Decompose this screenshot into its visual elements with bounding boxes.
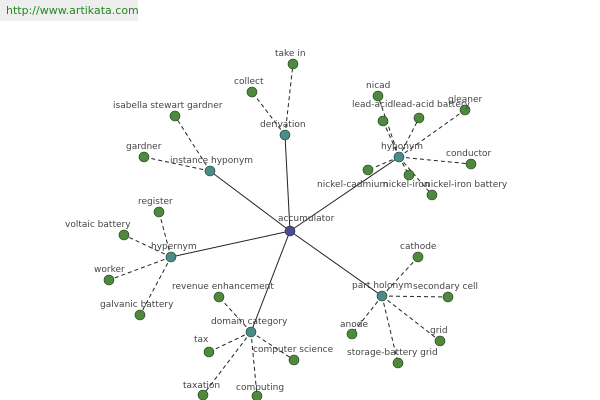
edge-instance-hyponym-gardner bbox=[143, 156, 211, 172]
leaf-node-gleaner[interactable] bbox=[459, 104, 471, 116]
relation-label-instance-hyponym: instance hyponym bbox=[170, 156, 253, 166]
leaf-node-collect[interactable] bbox=[246, 86, 258, 98]
relation-node-hyponym[interactable] bbox=[393, 151, 405, 163]
leaf-node-lead-acid-battery[interactable] bbox=[413, 112, 425, 124]
leaf-node-storage-battery-grid[interactable] bbox=[392, 357, 404, 369]
leaf-node-nicad[interactable] bbox=[372, 90, 384, 102]
edge-accumulator-hypernym bbox=[170, 230, 291, 258]
edge-domain-category-computing bbox=[250, 331, 258, 397]
leaf-node-worker[interactable] bbox=[103, 274, 115, 286]
edge-derivation-collect bbox=[251, 91, 286, 136]
center-node-accumulator[interactable] bbox=[284, 225, 296, 237]
leaf-node-lead-acid[interactable] bbox=[377, 115, 389, 127]
leaf-node-conductor[interactable] bbox=[465, 158, 477, 170]
leaf-node-galvanic-battery[interactable] bbox=[134, 309, 146, 321]
leaf-label-tax: tax bbox=[194, 335, 209, 345]
edge-part-holonym-storage-battery-grid bbox=[381, 295, 399, 364]
leaf-label-nickel-iron: nickel-iron bbox=[383, 180, 430, 190]
leaf-label-isabella-stewart-gardner: isabella stewart gardner bbox=[113, 101, 223, 111]
relation-label-hypernym: hypernym bbox=[151, 242, 197, 252]
edge-part-holonym-anode bbox=[351, 295, 383, 335]
edge-hypernym-register bbox=[158, 211, 172, 258]
relation-node-derivation[interactable] bbox=[279, 129, 291, 141]
leaf-label-taxation: taxation bbox=[183, 381, 220, 391]
edge-domain-category-computer-science bbox=[250, 331, 295, 361]
leaf-label-computer-science: computer science bbox=[253, 345, 334, 355]
leaf-label-anode: anode bbox=[340, 320, 368, 330]
edge-hyponym-conductor bbox=[398, 156, 472, 165]
leaf-label-take-in: take in bbox=[275, 49, 306, 59]
relation-node-instance-hyponym[interactable] bbox=[204, 165, 216, 177]
leaf-label-register: register bbox=[138, 197, 173, 207]
leaf-label-collect: collect bbox=[234, 77, 264, 87]
edge-accumulator-domain-category bbox=[250, 230, 291, 333]
edges-layer bbox=[108, 63, 472, 397]
edge-part-holonym-secondary-cell bbox=[381, 295, 449, 298]
leaf-label-secondary-cell: secondary cell bbox=[413, 282, 478, 292]
leaf-label-galvanic-battery: galvanic battery bbox=[100, 300, 174, 310]
leaf-node-computer-science[interactable] bbox=[288, 354, 300, 366]
edge-hyponym-nickel-iron-battery bbox=[398, 156, 433, 196]
leaf-node-nickel-cadmium[interactable] bbox=[362, 164, 374, 176]
edge-hypernym-voltaic-battery bbox=[123, 234, 172, 258]
edge-instance-hyponym-isabella-stewart-gardner bbox=[174, 115, 211, 172]
leaf-label-gardner: gardner bbox=[126, 142, 162, 152]
leaf-label-computing: computing bbox=[236, 383, 284, 393]
edge-accumulator-hyponym bbox=[289, 156, 400, 232]
leaf-node-cathode[interactable] bbox=[412, 251, 424, 263]
edge-accumulator-instance-hyponym bbox=[209, 170, 291, 232]
edge-hypernym-galvanic-battery bbox=[139, 256, 172, 316]
leaf-label-conductor: conductor bbox=[446, 149, 492, 159]
leaf-node-nickel-iron-battery[interactable] bbox=[426, 189, 438, 201]
leaf-node-grid[interactable] bbox=[434, 335, 446, 347]
edge-part-holonym-cathode bbox=[381, 256, 419, 297]
nodes-layer bbox=[103, 58, 477, 400]
edge-part-holonym-grid bbox=[381, 295, 441, 342]
leaf-node-secondary-cell[interactable] bbox=[442, 291, 454, 303]
leaf-node-revenue-enhancement[interactable] bbox=[213, 291, 225, 303]
leaf-node-take-in[interactable] bbox=[287, 58, 299, 70]
edge-domain-category-tax bbox=[208, 331, 252, 353]
edge-domain-category-taxation bbox=[202, 331, 252, 396]
relation-label-hyponym: hyponym bbox=[381, 142, 423, 152]
relation-label-derivation: derivation bbox=[260, 120, 306, 130]
leaf-label-voltaic-battery: voltaic battery bbox=[65, 220, 131, 230]
edge-derivation-take-in bbox=[284, 63, 294, 136]
leaf-label-storage-battery-grid: storage-battery grid bbox=[347, 348, 438, 358]
leaf-node-voltaic-battery[interactable] bbox=[118, 229, 130, 241]
leaf-label-nickel-iron-battery: nickel-iron battery bbox=[425, 180, 508, 190]
relation-node-domain-category[interactable] bbox=[245, 326, 257, 338]
relation-label-part-holonym: part holonym bbox=[352, 281, 412, 291]
edge-domain-category-revenue-enhancement bbox=[218, 296, 252, 333]
leaf-node-anode[interactable] bbox=[346, 328, 358, 340]
edge-accumulator-part-holonym bbox=[289, 230, 383, 297]
edge-hyponym-lead-acid-battery bbox=[398, 117, 420, 158]
leaf-label-lead-acid: lead-acid bbox=[352, 100, 393, 110]
leaf-label-nicad: nicad bbox=[366, 81, 390, 91]
edge-hyponym-nickel-cadmium bbox=[367, 156, 400, 171]
leaf-label-worker: worker bbox=[94, 265, 125, 275]
leaf-node-gardner[interactable] bbox=[138, 151, 150, 163]
leaf-node-register[interactable] bbox=[153, 206, 165, 218]
leaf-node-computing[interactable] bbox=[251, 390, 263, 400]
leaf-node-isabella-stewart-gardner[interactable] bbox=[169, 110, 181, 122]
labels-layer: take in collect derivation isabella stewart… bbox=[65, 49, 508, 393]
relation-label-domain-category: domain category bbox=[211, 317, 288, 327]
leaf-label-revenue-enhancement: revenue enhancement bbox=[172, 282, 274, 292]
leaf-label-lead-acid-battery: lead-acid battery bbox=[393, 100, 471, 110]
edge-accumulator-derivation bbox=[284, 134, 291, 232]
leaf-node-tax[interactable] bbox=[203, 346, 215, 358]
center-label-accumulator: accumulator bbox=[278, 214, 335, 224]
edge-hyponym-nicad bbox=[377, 95, 400, 158]
leaf-label-gleaner: gleaner bbox=[448, 95, 483, 105]
leaf-label-grid: grid bbox=[430, 326, 448, 336]
relation-node-hypernym[interactable] bbox=[165, 251, 177, 263]
leaf-node-taxation[interactable] bbox=[197, 389, 209, 400]
leaf-label-nickel-cadmium: nickel-cadmium bbox=[317, 180, 388, 190]
watermark-url[interactable]: http://www.artikata.com bbox=[0, 0, 139, 21]
relation-node-part-holonym[interactable] bbox=[376, 290, 388, 302]
leaf-node-nickel-iron[interactable] bbox=[403, 169, 415, 181]
leaf-label-cathode: cathode bbox=[400, 242, 437, 252]
